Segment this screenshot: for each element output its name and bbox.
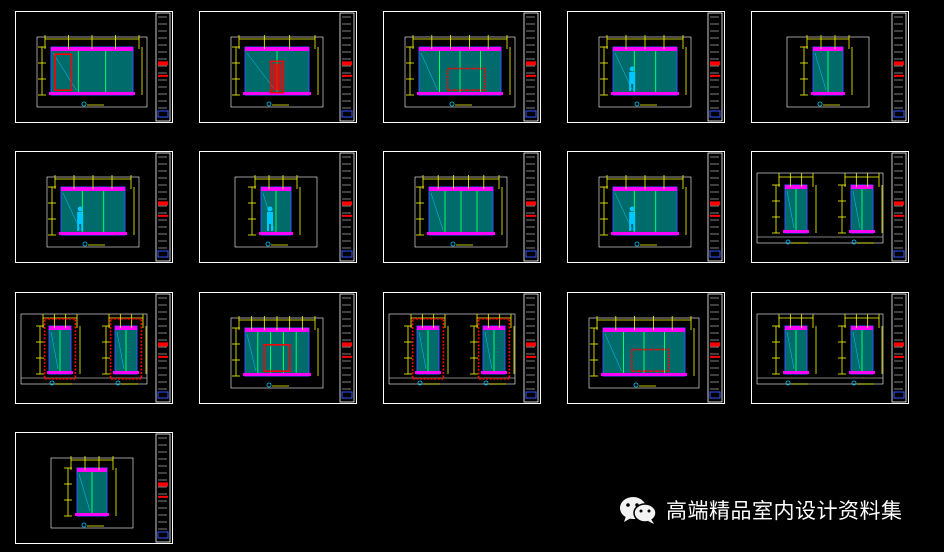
drawing-sheet-4[interactable] <box>567 11 725 123</box>
drawing-sheet-6[interactable] <box>15 151 173 263</box>
drawing-sheet-10[interactable] <box>751 151 909 263</box>
watermark-text: 高端精品室内设计资料集 <box>666 499 903 523</box>
drawing-sheet-15[interactable] <box>751 292 909 404</box>
drawing-sheet-12[interactable] <box>199 292 357 404</box>
drawing-sheet-1[interactable] <box>15 11 173 123</box>
drawing-sheet-14[interactable] <box>567 292 725 404</box>
drawing-sheet-8[interactable] <box>383 151 541 263</box>
drawing-sheet-16[interactable] <box>15 432 173 544</box>
wechat-icon <box>620 497 657 524</box>
drawing-sheet-3[interactable] <box>383 11 541 123</box>
drawing-sheet-5[interactable] <box>751 11 909 123</box>
drawing-sheet-2[interactable] <box>199 11 357 123</box>
drawing-sheet-13[interactable] <box>383 292 541 404</box>
drawing-sheet-7[interactable] <box>199 151 357 263</box>
watermark: 高端精品室内设计资料集 <box>618 494 903 526</box>
drawing-sheet-9[interactable] <box>567 151 725 263</box>
drawing-sheet-11[interactable] <box>15 292 173 404</box>
